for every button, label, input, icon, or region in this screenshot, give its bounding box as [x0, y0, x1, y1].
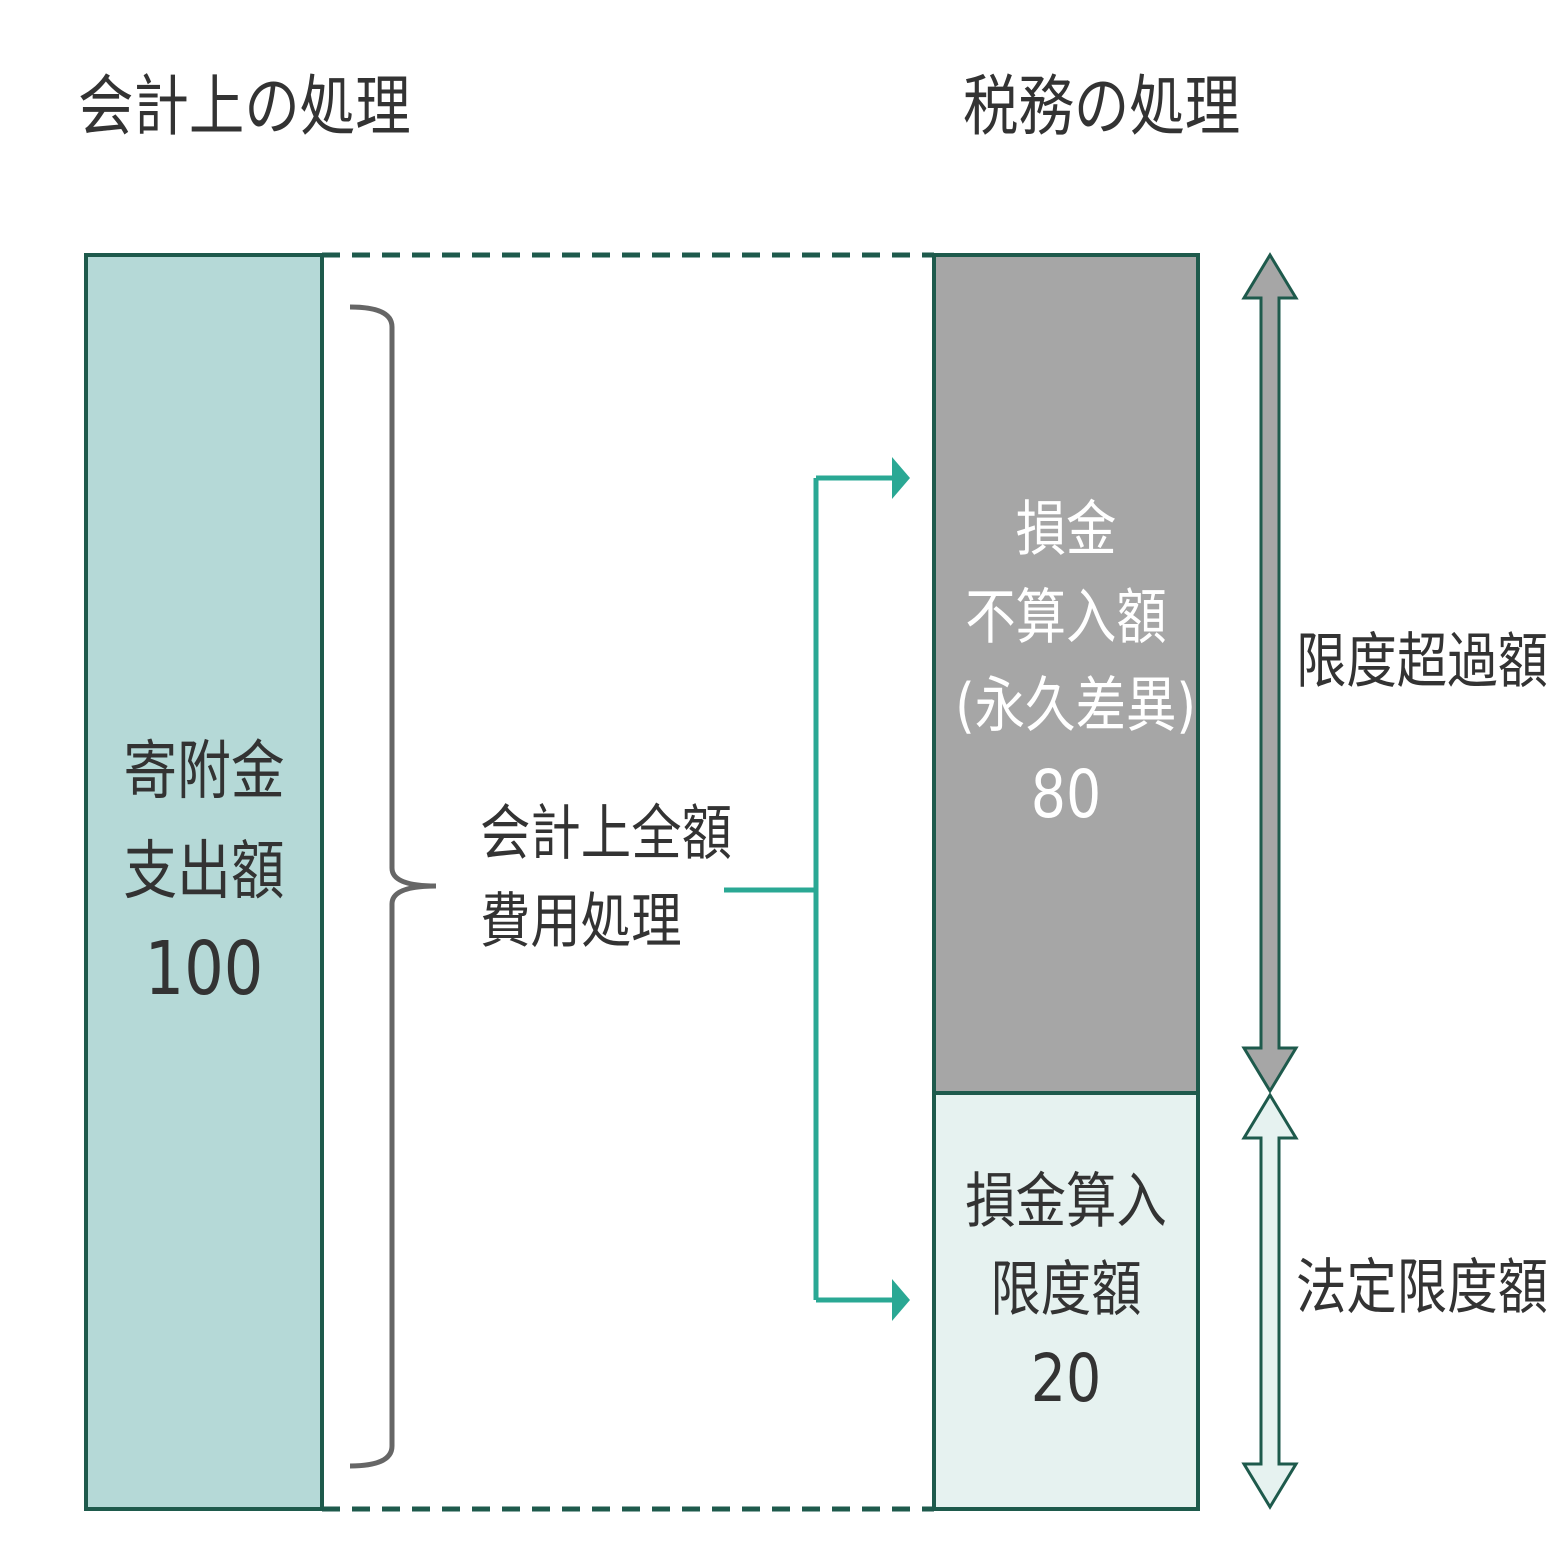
- curly-brace: [349, 304, 437, 1469]
- middle-line1: 会計上全額: [480, 799, 732, 869]
- excess-label: 限度超過額: [1296, 627, 1548, 697]
- left-block-line1: 寄附金: [123, 735, 285, 809]
- heading-tax: 税務の処理: [963, 68, 1241, 145]
- middle-line2: 費用処理: [480, 887, 682, 957]
- branch-arrow-lines: [724, 475, 892, 1303]
- deductible-block: [932, 1091, 1200, 1511]
- non-deductible-line2: 不算入額: [965, 583, 1167, 653]
- arrow-head-lower: [892, 1279, 910, 1321]
- non-deductible-value: 80: [1030, 756, 1102, 833]
- statutory-limit-label: 法定限度額: [1296, 1253, 1548, 1323]
- statutory-double-arrow: [1241, 1092, 1299, 1510]
- left-block-value: 100: [144, 926, 264, 1012]
- left-block: [84, 253, 324, 1511]
- heading-accounting: 会計上の処理: [78, 68, 411, 145]
- deductible-value: 20: [1030, 1340, 1102, 1417]
- deductible-line1: 損金算入: [965, 1167, 1167, 1237]
- non-deductible-line3: (永久差異): [955, 671, 1197, 741]
- deductible-line2: 限度額: [990, 1255, 1142, 1325]
- excess-double-arrow: [1241, 252, 1299, 1094]
- arrow-head-upper: [892, 457, 910, 499]
- left-block-line2: 支出額: [123, 835, 285, 909]
- non-deductible-line1: 損金: [1015, 495, 1117, 565]
- non-deductible-block: [932, 253, 1200, 1095]
